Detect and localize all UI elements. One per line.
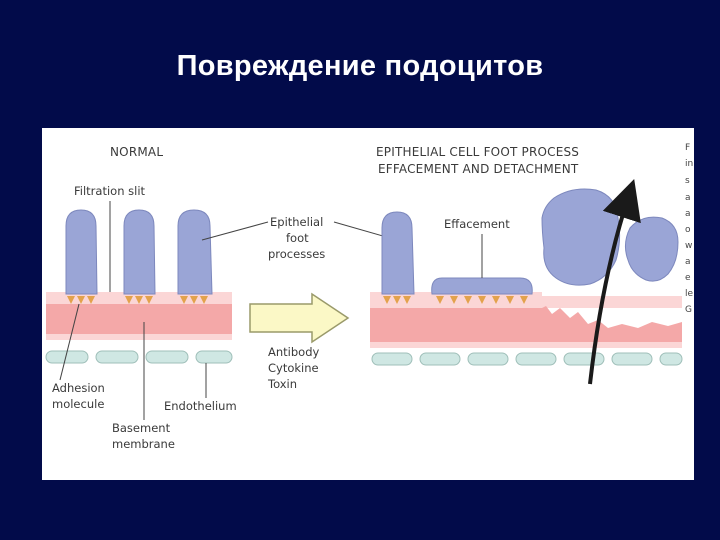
svg-text:w: w (685, 241, 692, 251)
injury-endothelium (372, 353, 682, 365)
svg-text:s: s (685, 176, 690, 186)
epithelial-label-line3: processes (268, 247, 325, 261)
svg-text:F: F (685, 143, 690, 153)
normal-foot-processes (66, 210, 212, 294)
normal-basement-membrane (46, 304, 232, 334)
agent-label-line3: Toxin (267, 377, 297, 391)
effacement-label: Effacement (444, 217, 510, 231)
detached-podocyte (625, 217, 678, 281)
cutoff-caption-text: F in s a a o w a e le G (685, 143, 694, 315)
injury-lamina-interna (370, 342, 682, 348)
basement-label-line1: Basement (112, 421, 171, 435)
svg-text:e: e (685, 273, 691, 283)
svg-text:a: a (685, 209, 691, 219)
epithelial-leader-left (202, 222, 268, 240)
svg-text:a: a (685, 193, 691, 203)
adhesion-label-line2: molecule (52, 397, 104, 411)
podocyte-diagram: NORMAL Filtration slit Adhesion molecule… (42, 128, 694, 480)
svg-text:G: G (685, 305, 692, 315)
epithelial-label-line2: foot (286, 231, 309, 245)
effaced-foot-process (432, 278, 533, 294)
agent-label-line2: Cytokine (268, 361, 319, 375)
injury-header-line1: EPITHELIAL CELL FOOT PROCESS (376, 145, 579, 159)
agent-label-line1: Antibody (268, 345, 319, 359)
normal-lamina-interna (46, 334, 232, 340)
svg-text:le: le (685, 289, 694, 299)
normal-endothelium (46, 351, 232, 363)
svg-text:in: in (685, 159, 693, 169)
svg-text:o: o (685, 225, 691, 235)
podocyte-injury-figure: NORMAL Filtration slit Adhesion molecule… (42, 128, 694, 480)
adhesion-label-line1: Adhesion (52, 381, 105, 395)
normal-header: NORMAL (110, 145, 163, 159)
filtration-slit-label: Filtration slit (74, 184, 146, 198)
injury-intact-foot-process (382, 212, 414, 294)
epithelial-label-line1: Epithelial (270, 215, 323, 229)
injury-basement-membrane (370, 306, 682, 342)
endothelium-label: Endothelium (164, 399, 237, 413)
svg-text:a: a (685, 257, 691, 267)
injury-transition-arrow (250, 294, 348, 342)
basement-label-line2: membrane (112, 437, 175, 451)
injury-header-line2: EFFACEMENT AND DETACHMENT (378, 162, 579, 176)
slide-title: Повреждение подоцитов (0, 50, 720, 83)
